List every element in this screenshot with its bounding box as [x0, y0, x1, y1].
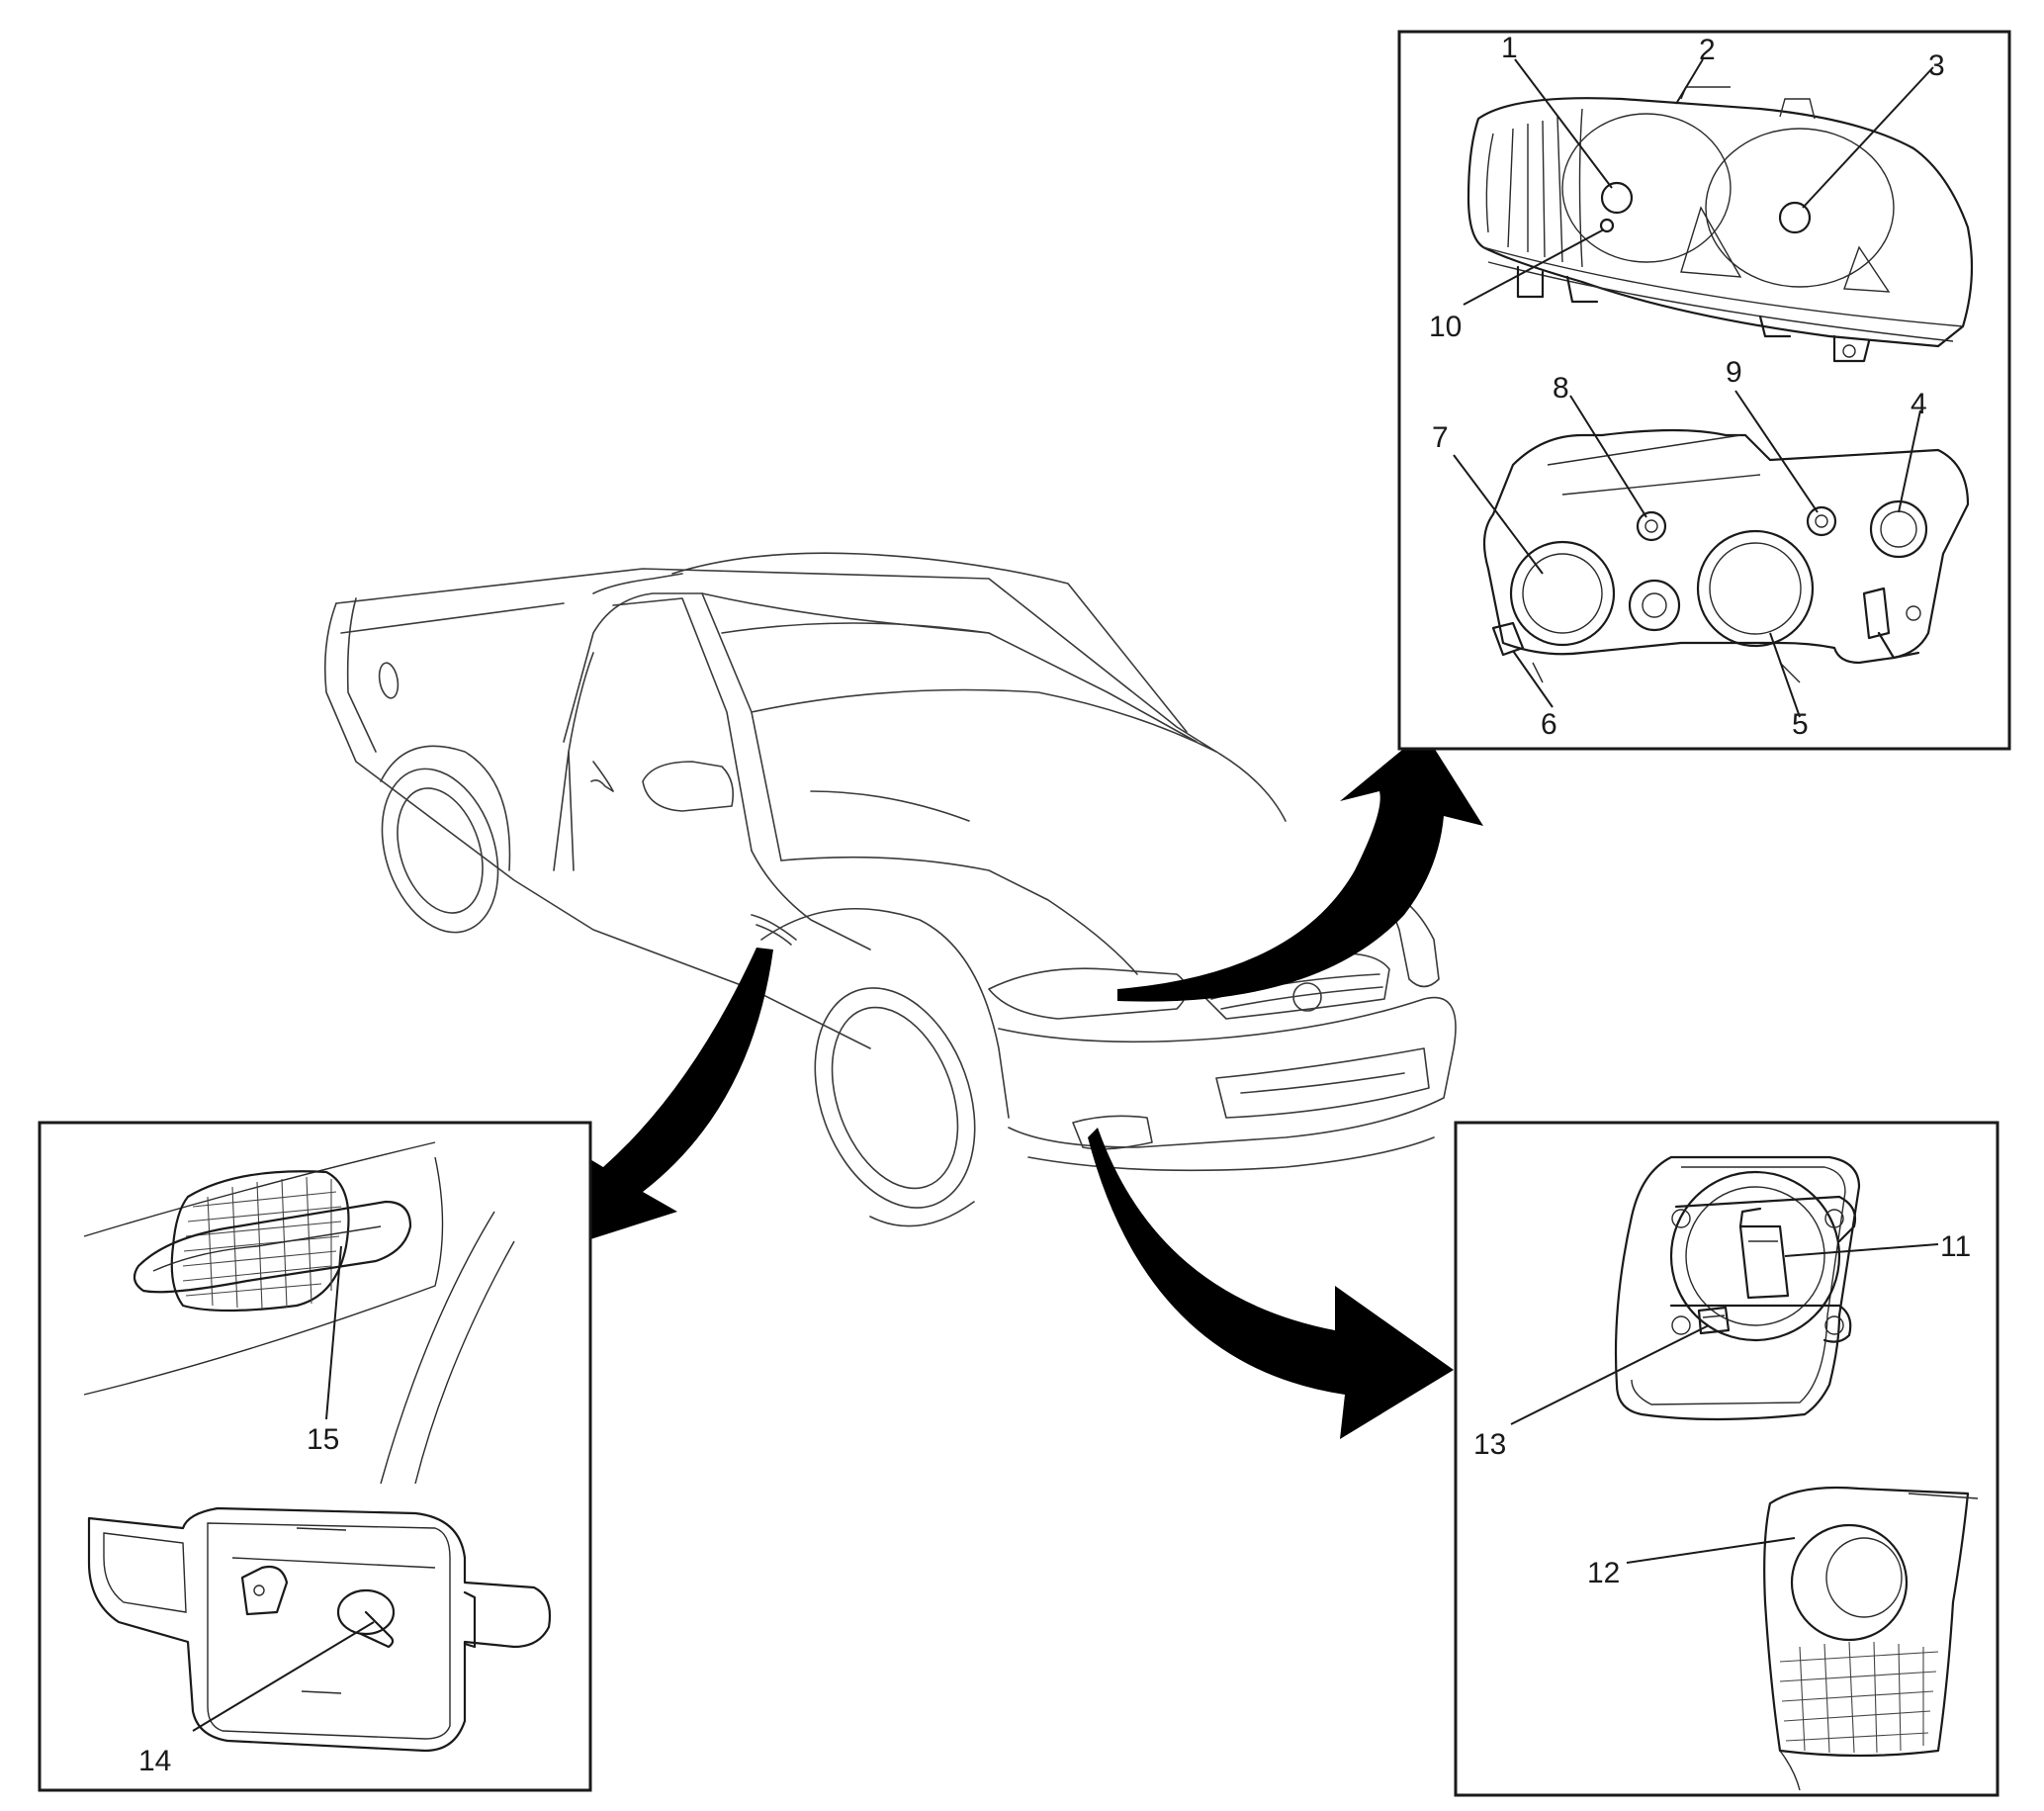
arrow-to-headlamp-icon [1117, 732, 1483, 1002]
fog-lamp-rear-view-icon [1614, 1155, 1861, 1421]
fog-lamp-detail-panel [1454, 1121, 2000, 1797]
callout-14: 14 [138, 1745, 171, 1777]
callout-13: 13 [1473, 1428, 1506, 1461]
side-repeater-installed-icon [83, 1141, 515, 1485]
callout-15: 15 [307, 1423, 339, 1456]
callout-1: 1 [1501, 32, 1518, 64]
side-repeater-removed-icon [87, 1506, 552, 1753]
arrow-to-fog-lamp-icon [1088, 1128, 1454, 1439]
headlamp-front-view-icon [1466, 86, 1974, 363]
callout-3: 3 [1928, 49, 1945, 82]
callout-10: 10 [1429, 311, 1462, 343]
side-repeater-detail-panel [38, 1121, 592, 1792]
headlamp-rear-view-icon [1482, 428, 1970, 683]
callout-5: 5 [1792, 708, 1809, 741]
callout-2: 2 [1699, 34, 1716, 66]
callout-4: 4 [1911, 388, 1927, 420]
callout-8: 8 [1553, 372, 1569, 405]
callout-12: 12 [1587, 1557, 1620, 1589]
callout-7: 7 [1432, 421, 1449, 454]
arrow-to-side-repeater-icon [554, 948, 773, 1246]
callout-9: 9 [1726, 356, 1742, 389]
fog-lamp-front-view-icon [1763, 1486, 1979, 1791]
callout-6: 6 [1541, 708, 1557, 741]
callout-11: 11 [1940, 1230, 1971, 1263]
